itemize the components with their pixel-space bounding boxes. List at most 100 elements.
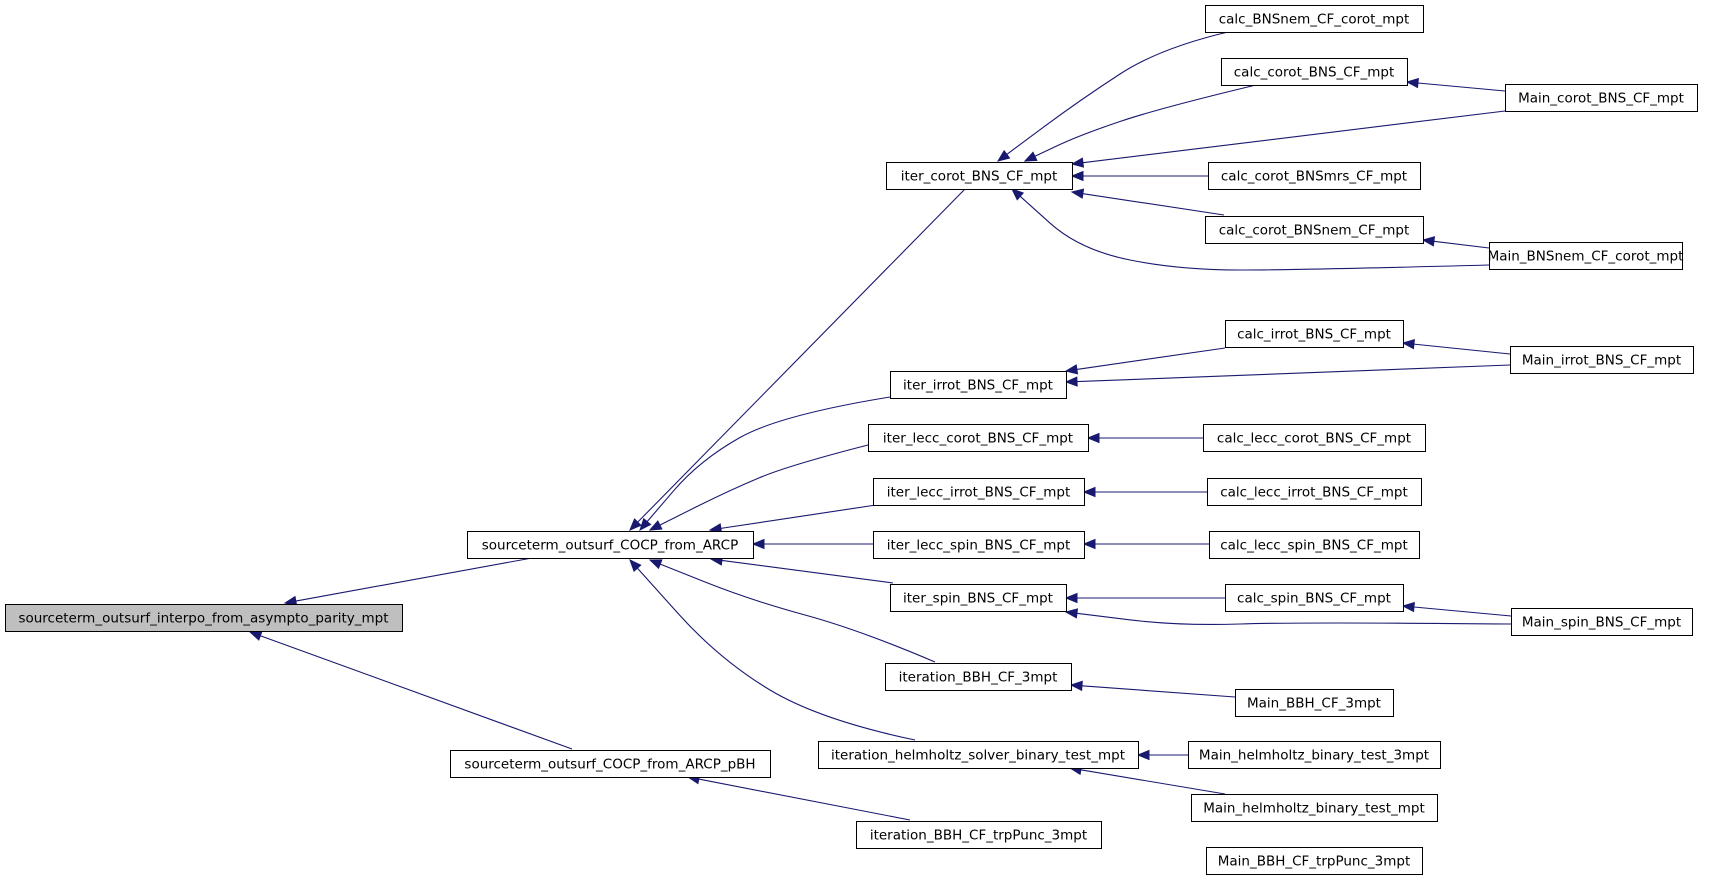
node-label: iter_irrot_BNS_CF_mpt [903, 378, 1053, 394]
node-iteration-bbh[interactable]: iteration_BBH_CF_3mpt [885, 663, 1072, 691]
node-label: sourceterm_outsurf_COCP_from_ARCP_pBH [464, 757, 755, 773]
node-label: Main_BBH_CF_trpPunc_3mpt [1218, 854, 1411, 870]
edge-line [1019, 195, 1490, 271]
node-iter-spin[interactable]: iter_spin_BNS_CF_mpt [890, 584, 1067, 612]
node-label: Main_BBH_CF_3mpt [1247, 696, 1381, 712]
edge-iter_lecc_spin-to-cocp [751, 538, 873, 550]
edge-cocp-to-root [283, 557, 533, 607]
edge-line [260, 635, 573, 750]
node-box [1205, 5, 1424, 33]
edge-line [660, 563, 936, 663]
node-box [467, 531, 754, 559]
edge-iter_irrot-to-cocp [639, 396, 891, 532]
arrowhead-icon [1064, 608, 1079, 619]
node-box [1208, 162, 1421, 190]
edge-line [1081, 685, 1236, 698]
nodes-layer: sourceterm_outsurf_interpo_from_asympto_… [5, 5, 1698, 875]
edge-calc_corot_bnsmrs-to-iter_corot [1070, 170, 1208, 182]
node-box [1235, 689, 1394, 717]
node-box [886, 162, 1073, 190]
node-box [1510, 346, 1694, 374]
edge-iter_spin-to-cocp [709, 555, 894, 584]
node-main-bbh[interactable]: Main_BBH_CF_3mpt [1235, 689, 1394, 717]
arrowhead-icon [1011, 188, 1025, 201]
edge-main_irrot-to-iter_irrot [1064, 364, 1511, 387]
node-main-helm-3[interactable]: Main_helmholtz_binary_test_3mpt [1188, 741, 1441, 769]
node-calc-lecc-corot[interactable]: calc_lecc_corot_BNS_CF_mpt [1203, 424, 1426, 452]
edge-calc_bnsnem_corot-to-iter_corot [996, 31, 1229, 162]
edges-layer [248, 31, 1512, 821]
node-calc-corot-bns[interactable]: calc_corot_BNS_CF_mpt [1221, 58, 1408, 86]
node-calc-lecc-irrot[interactable]: calc_lecc_irrot_BNS_CF_mpt [1207, 478, 1422, 506]
node-box [1221, 58, 1408, 86]
node-calc-bnsnem-corot[interactable]: calc_BNSnem_CF_corot_mpt [1205, 5, 1424, 33]
arrowhead-icon [1070, 188, 1085, 199]
node-label: calc_BNSnem_CF_corot_mpt [1219, 12, 1410, 28]
edge-line [646, 396, 891, 523]
node-cocp[interactable]: sourceterm_outsurf_COCP_from_ARCP [467, 531, 754, 559]
node-iter-corot[interactable]: iter_corot_BNS_CF_mpt [886, 162, 1073, 190]
edge-calc_irrot-to-iter_irrot [1064, 347, 1226, 375]
node-root[interactable]: sourceterm_outsurf_interpo_from_asympto_… [5, 604, 403, 632]
arrowhead-icon [1064, 592, 1078, 604]
node-iter-irrot[interactable]: iter_irrot_BNS_CF_mpt [890, 371, 1067, 399]
edge-line [636, 567, 916, 741]
node-label: iteration_BBH_CF_3mpt [899, 670, 1058, 686]
edge-main_bnsnem-to-iter_corot [1011, 188, 1490, 271]
arrowhead-icon [648, 520, 663, 531]
node-calc-corot-bnsmrs[interactable]: calc_corot_BNSmrs_CF_mpt [1208, 162, 1421, 190]
arrowhead-icon [1136, 749, 1150, 761]
node-label: sourceterm_outsurf_interpo_from_asympto_… [18, 611, 388, 627]
node-main-bnsnem[interactable]: Main_BNSnem_CF_corot_mpt [1488, 242, 1684, 270]
node-box [1203, 424, 1426, 452]
node-calc-spin[interactable]: calc_spin_BNS_CF_mpt [1225, 584, 1404, 612]
node-box [1209, 531, 1420, 559]
arrowhead-icon [996, 149, 1011, 162]
node-label: Main_irrot_BNS_CF_mpt [1522, 353, 1681, 369]
edge-main_irrot-to-calc_irrot [1401, 338, 1511, 355]
node-main-trp[interactable]: Main_BBH_CF_trpPunc_3mpt [1206, 847, 1423, 875]
node-box [1188, 741, 1441, 769]
edge-calc_corot_bns-to-iter_corot [1023, 84, 1257, 162]
node-calc-corot-bnsnem[interactable]: calc_corot_BNSnem_CF_mpt [1205, 216, 1424, 244]
edge-line [1006, 31, 1229, 155]
node-box [1205, 216, 1424, 244]
node-calc-irrot[interactable]: calc_irrot_BNS_CF_mpt [1225, 320, 1404, 348]
arrowhead-icon [1070, 157, 1085, 168]
node-label: calc_corot_BNSmrs_CF_mpt [1221, 169, 1407, 185]
edge-line [1413, 343, 1511, 355]
arrowhead-icon [648, 559, 663, 570]
edge-main_bnsnem-to-calc_corot_bnsnem [1421, 236, 1490, 249]
edge-main_corot-to-iter_corot [1070, 110, 1506, 168]
arrowhead-icon [629, 518, 642, 531]
node-main-spin[interactable]: Main_spin_BNS_CF_mpt [1511, 608, 1693, 636]
arrowhead-icon [1069, 680, 1083, 692]
node-box [1206, 847, 1423, 875]
node-iter-lecc-spin[interactable]: iter_lecc_spin_BNS_CF_mpt [873, 531, 1085, 559]
node-iteration-trp[interactable]: iteration_BBH_CF_trpPunc_3mpt [856, 821, 1102, 849]
edge-iter_lecc_irrot-to-cocp [708, 504, 877, 534]
edge-line [1076, 347, 1226, 370]
node-box [890, 371, 1067, 399]
node-label: calc_lecc_corot_BNS_CF_mpt [1217, 431, 1411, 447]
node-box [1489, 242, 1683, 270]
edge-line [1034, 84, 1257, 157]
node-iteration-helm[interactable]: iteration_helmholtz_solver_binary_test_m… [818, 741, 1139, 769]
node-cocp-pbh[interactable]: sourceterm_outsurf_COCP_from_ARCP_pBH [450, 750, 771, 778]
arrowhead-icon [1082, 486, 1096, 498]
edge-main_spin-to-calc_spin [1401, 601, 1512, 617]
node-box [450, 750, 771, 778]
arrowhead-icon [1405, 77, 1419, 89]
node-main-irrot[interactable]: Main_irrot_BNS_CF_mpt [1510, 346, 1694, 374]
node-main-helm[interactable]: Main_helmholtz_binary_test_mpt [1191, 794, 1438, 822]
node-label: iter_lecc_irrot_BNS_CF_mpt [887, 485, 1071, 501]
node-calc-lecc-spin[interactable]: calc_lecc_spin_BNS_CF_mpt [1209, 531, 1420, 559]
edge-iter_lecc_corot-to-cocp [648, 444, 869, 531]
edge-line [1080, 769, 1226, 795]
node-box [818, 741, 1139, 769]
node-iter-lecc-irrot[interactable]: iter_lecc_irrot_BNS_CF_mpt [873, 478, 1085, 506]
node-iter-lecc-corot[interactable]: iter_lecc_corot_BNS_CF_mpt [868, 424, 1089, 452]
edge-main_corot-to-calc_corot_bns [1405, 77, 1506, 92]
node-main-corot[interactable]: Main_corot_BNS_CF_mpt [1505, 84, 1698, 112]
